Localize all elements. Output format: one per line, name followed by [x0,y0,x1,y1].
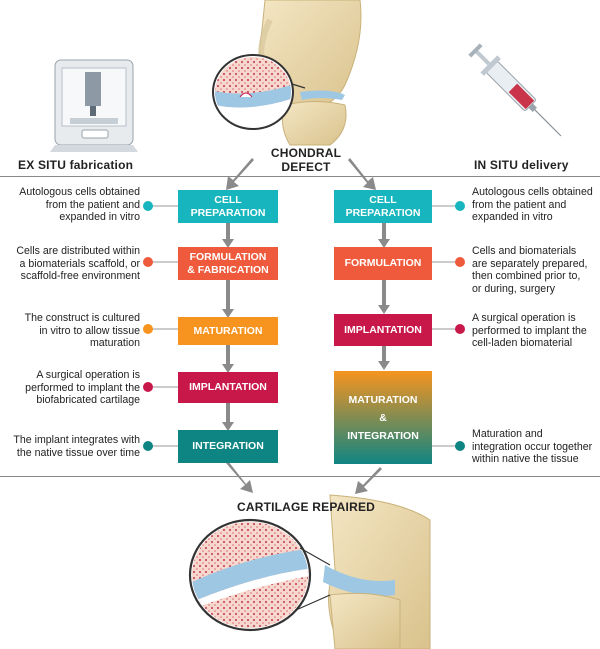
right-step-formulation: FORMULATION [334,247,432,280]
left-step-maturation: MATURATION [178,317,278,345]
right-step-maturation-integration: MATURATION&INTEGRATION [334,371,432,464]
top-divider [0,176,600,177]
knee-repaired-illustration [188,494,431,649]
chondral-defect-title: CHONDRAL DEFECT [270,146,342,174]
connector-dots [143,201,465,451]
ex-situ-heading: EX SITU fabrication [18,158,134,172]
left-step-integration: INTEGRATION [178,430,278,463]
bottom-divider [0,476,600,477]
knee-defect-illustration [212,0,362,146]
syringe-illustration [468,43,562,137]
cartilage-repaired-title: CARTILAGE REPAIRED [236,500,376,514]
right-step-implantation: IMPLANTATION [334,314,432,346]
flow-arrows [222,158,390,494]
bioprinter-illustration [50,59,138,152]
left-step-implantation: IMPLANTATION [178,372,278,403]
connectors [150,205,460,447]
left-step-formulation-fabrication: FORMULATION& FABRICATION [178,247,278,280]
in-situ-heading: IN SITU delivery [474,158,569,172]
